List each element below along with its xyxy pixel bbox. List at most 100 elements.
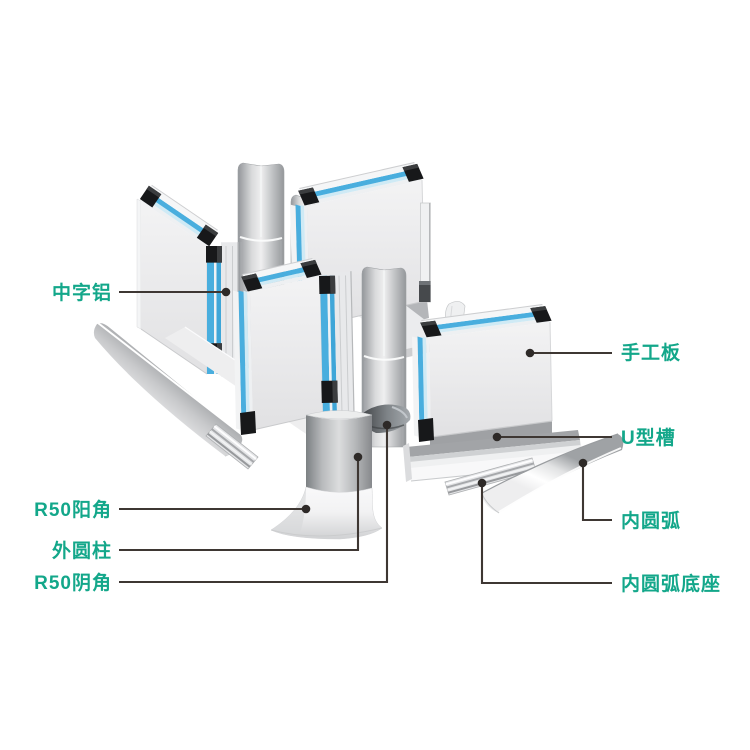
neiyuanhudizuo-dot [477, 478, 487, 488]
panel-center-left-part [248, 272, 320, 292]
panel-top-left-part [140, 328, 208, 375]
slim-connector-clip [419, 281, 431, 302]
label-shougongban: 手工板 [621, 341, 681, 364]
inner-arc-top-edge [481, 433, 619, 494]
leader-dots [221, 287, 588, 514]
labels: 中字铝 R50阳角 外圆柱 R50阴角 手工板 U型槽 内圆弧 内圆弧底座 [34, 281, 721, 595]
zhongzilv-connector-part [217, 246, 222, 263]
left-base-strip-part [211, 428, 255, 463]
panel-top-left-part [148, 185, 218, 236]
outer-cylinder-top [305, 410, 373, 420]
panel-center-left-part [241, 273, 258, 281]
shougongban-dot [525, 348, 535, 358]
panel-handboard-part [421, 304, 543, 322]
corner-column-3 [361, 266, 407, 448]
panel-handboard-part [427, 318, 550, 338]
panel-top-center-part [304, 173, 421, 203]
waiyuanzhu-dot [353, 452, 363, 462]
left-arc-trough-rim [97, 322, 242, 435]
panel-center-left-part [247, 269, 319, 289]
panel-center-left [233, 258, 324, 435]
r50-convex-left-shade [271, 487, 306, 534]
panel-top-left-part [146, 185, 162, 198]
panel-top-left-part [143, 194, 212, 243]
panel-top-center-part [302, 168, 419, 200]
panel-center-left-part [233, 290, 242, 430]
u-channel-front [410, 451, 583, 481]
zhongzilv-dot [221, 287, 231, 297]
panel-handboard-part [426, 336, 431, 437]
panel-center-left-part [243, 290, 250, 430]
u-channel-endcap [403, 443, 412, 482]
slim-connector-clip-top [419, 281, 431, 285]
panel-handboard-part [417, 336, 425, 437]
u-channel-front-top [409, 445, 582, 469]
panel-handboard-part [420, 320, 437, 327]
center-connector-part [330, 275, 336, 294]
label-neiyuanhudizuo: 内圆弧底座 [621, 572, 721, 595]
zhongzilv-connector-part [214, 246, 217, 374]
panel-top-left-part [141, 197, 210, 246]
panel-handboard-part [412, 336, 420, 437]
panel-top-left-part [136, 198, 142, 330]
panel-handboard-part [424, 310, 547, 332]
label-neiyuanhu: 内圆弧 [621, 509, 681, 532]
label-uxingcao: U型槽 [621, 426, 676, 449]
panel-handboard-part [549, 321, 553, 422]
leaders [119, 290, 612, 585]
inner-arc-base-strip-part [448, 467, 536, 494]
inner-arc-base-strip-part [445, 459, 533, 486]
panel-top-left-part [203, 224, 219, 237]
panel-center-left-part [250, 276, 323, 430]
outer-cylinder-body [306, 415, 372, 495]
center-connector-part [350, 271, 355, 417]
inner-arc-front-rim [498, 447, 622, 513]
panel-handboard-part [418, 418, 434, 442]
left-base-strip [205, 423, 259, 470]
corner-column-3-part [363, 355, 405, 361]
inner-arc [481, 433, 624, 514]
panel-handboard-part [429, 322, 552, 437]
center-connector-part [332, 380, 338, 403]
label-r50yangjiao: R50阳角 [34, 498, 112, 521]
r50yangjiao-dot [301, 504, 311, 514]
panel-top-center-part [299, 162, 417, 195]
panel-top-center-part [298, 187, 315, 195]
panel-center-left-part [240, 411, 256, 435]
inner-arc-base-strip [444, 457, 537, 496]
corner-column-3-part [361, 266, 407, 448]
label-waiyuanzhu: 外圆柱 [52, 539, 112, 562]
slim-connector [419, 202, 431, 303]
uxingcao-dot [492, 432, 502, 442]
r50yinjiao-leader-line [119, 425, 389, 584]
panel-top-left-part [145, 190, 214, 240]
left-base-strip-part [209, 430, 253, 466]
left-base-strip-part [207, 433, 251, 468]
inner-arc-body [481, 434, 624, 513]
neiyuanhudizuo-leader-line [480, 483, 612, 585]
center-connector-part [333, 271, 355, 417]
neiyuanhu-dot [578, 458, 588, 468]
panel-center-left-part [242, 258, 315, 281]
panel-handboard-part [422, 336, 428, 437]
center-connector-part [327, 275, 333, 414]
center-connector [319, 271, 355, 417]
panel-handboard [412, 304, 553, 442]
zhongzilv-connector-part [216, 246, 221, 374]
inner-arc-base-strip-part [447, 465, 535, 491]
panel-center-left-part [238, 290, 247, 430]
panel-handboard-part [426, 315, 549, 335]
panel-handboard-part [421, 304, 545, 327]
left-arc-trough-body [93, 323, 243, 456]
panel-handboard-part [430, 420, 553, 438]
panel-handboard-part [530, 306, 547, 312]
panel-center-left-part [300, 259, 317, 267]
panel-center-left-part [242, 258, 313, 276]
r50-convex-rim [270, 527, 383, 537]
center-connector-part [344, 275, 349, 414]
r50-convex-base [270, 486, 383, 540]
outer-cylinder [305, 410, 373, 495]
zhongzilv-connector-part [221, 242, 238, 377]
